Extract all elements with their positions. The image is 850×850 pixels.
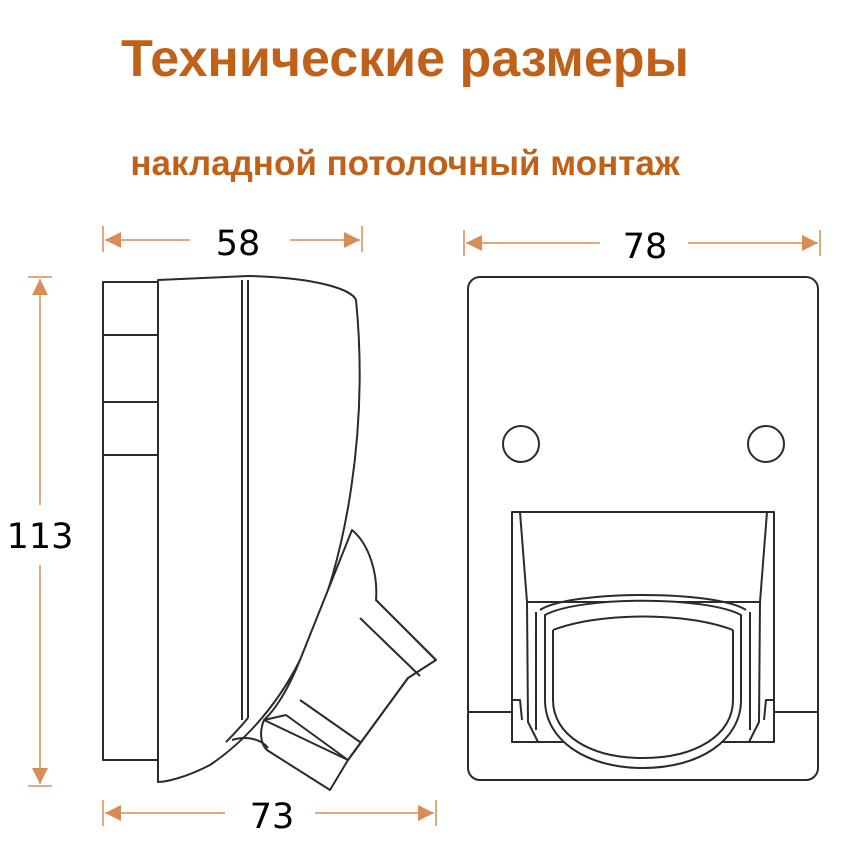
mounting-hole-left: [502, 425, 540, 463]
mounting-hole-right: [747, 425, 785, 463]
page-title: Технические размеры: [121, 30, 689, 88]
dimension-side-width: 58: [102, 224, 363, 264]
front-view: [467, 276, 819, 781]
front-width-label: 78: [623, 227, 668, 267]
page-subtitle: накладной потолочный монтаж: [130, 144, 680, 183]
height-label: 113: [7, 517, 74, 557]
dimension-front-width: 78: [463, 227, 821, 267]
dimension-height: 113: [7, 276, 74, 787]
side-width-label: 58: [216, 224, 261, 264]
dimension-overall-depth: 73: [102, 797, 437, 837]
side-view: [102, 275, 437, 791]
overall-depth-label: 73: [250, 797, 295, 837]
